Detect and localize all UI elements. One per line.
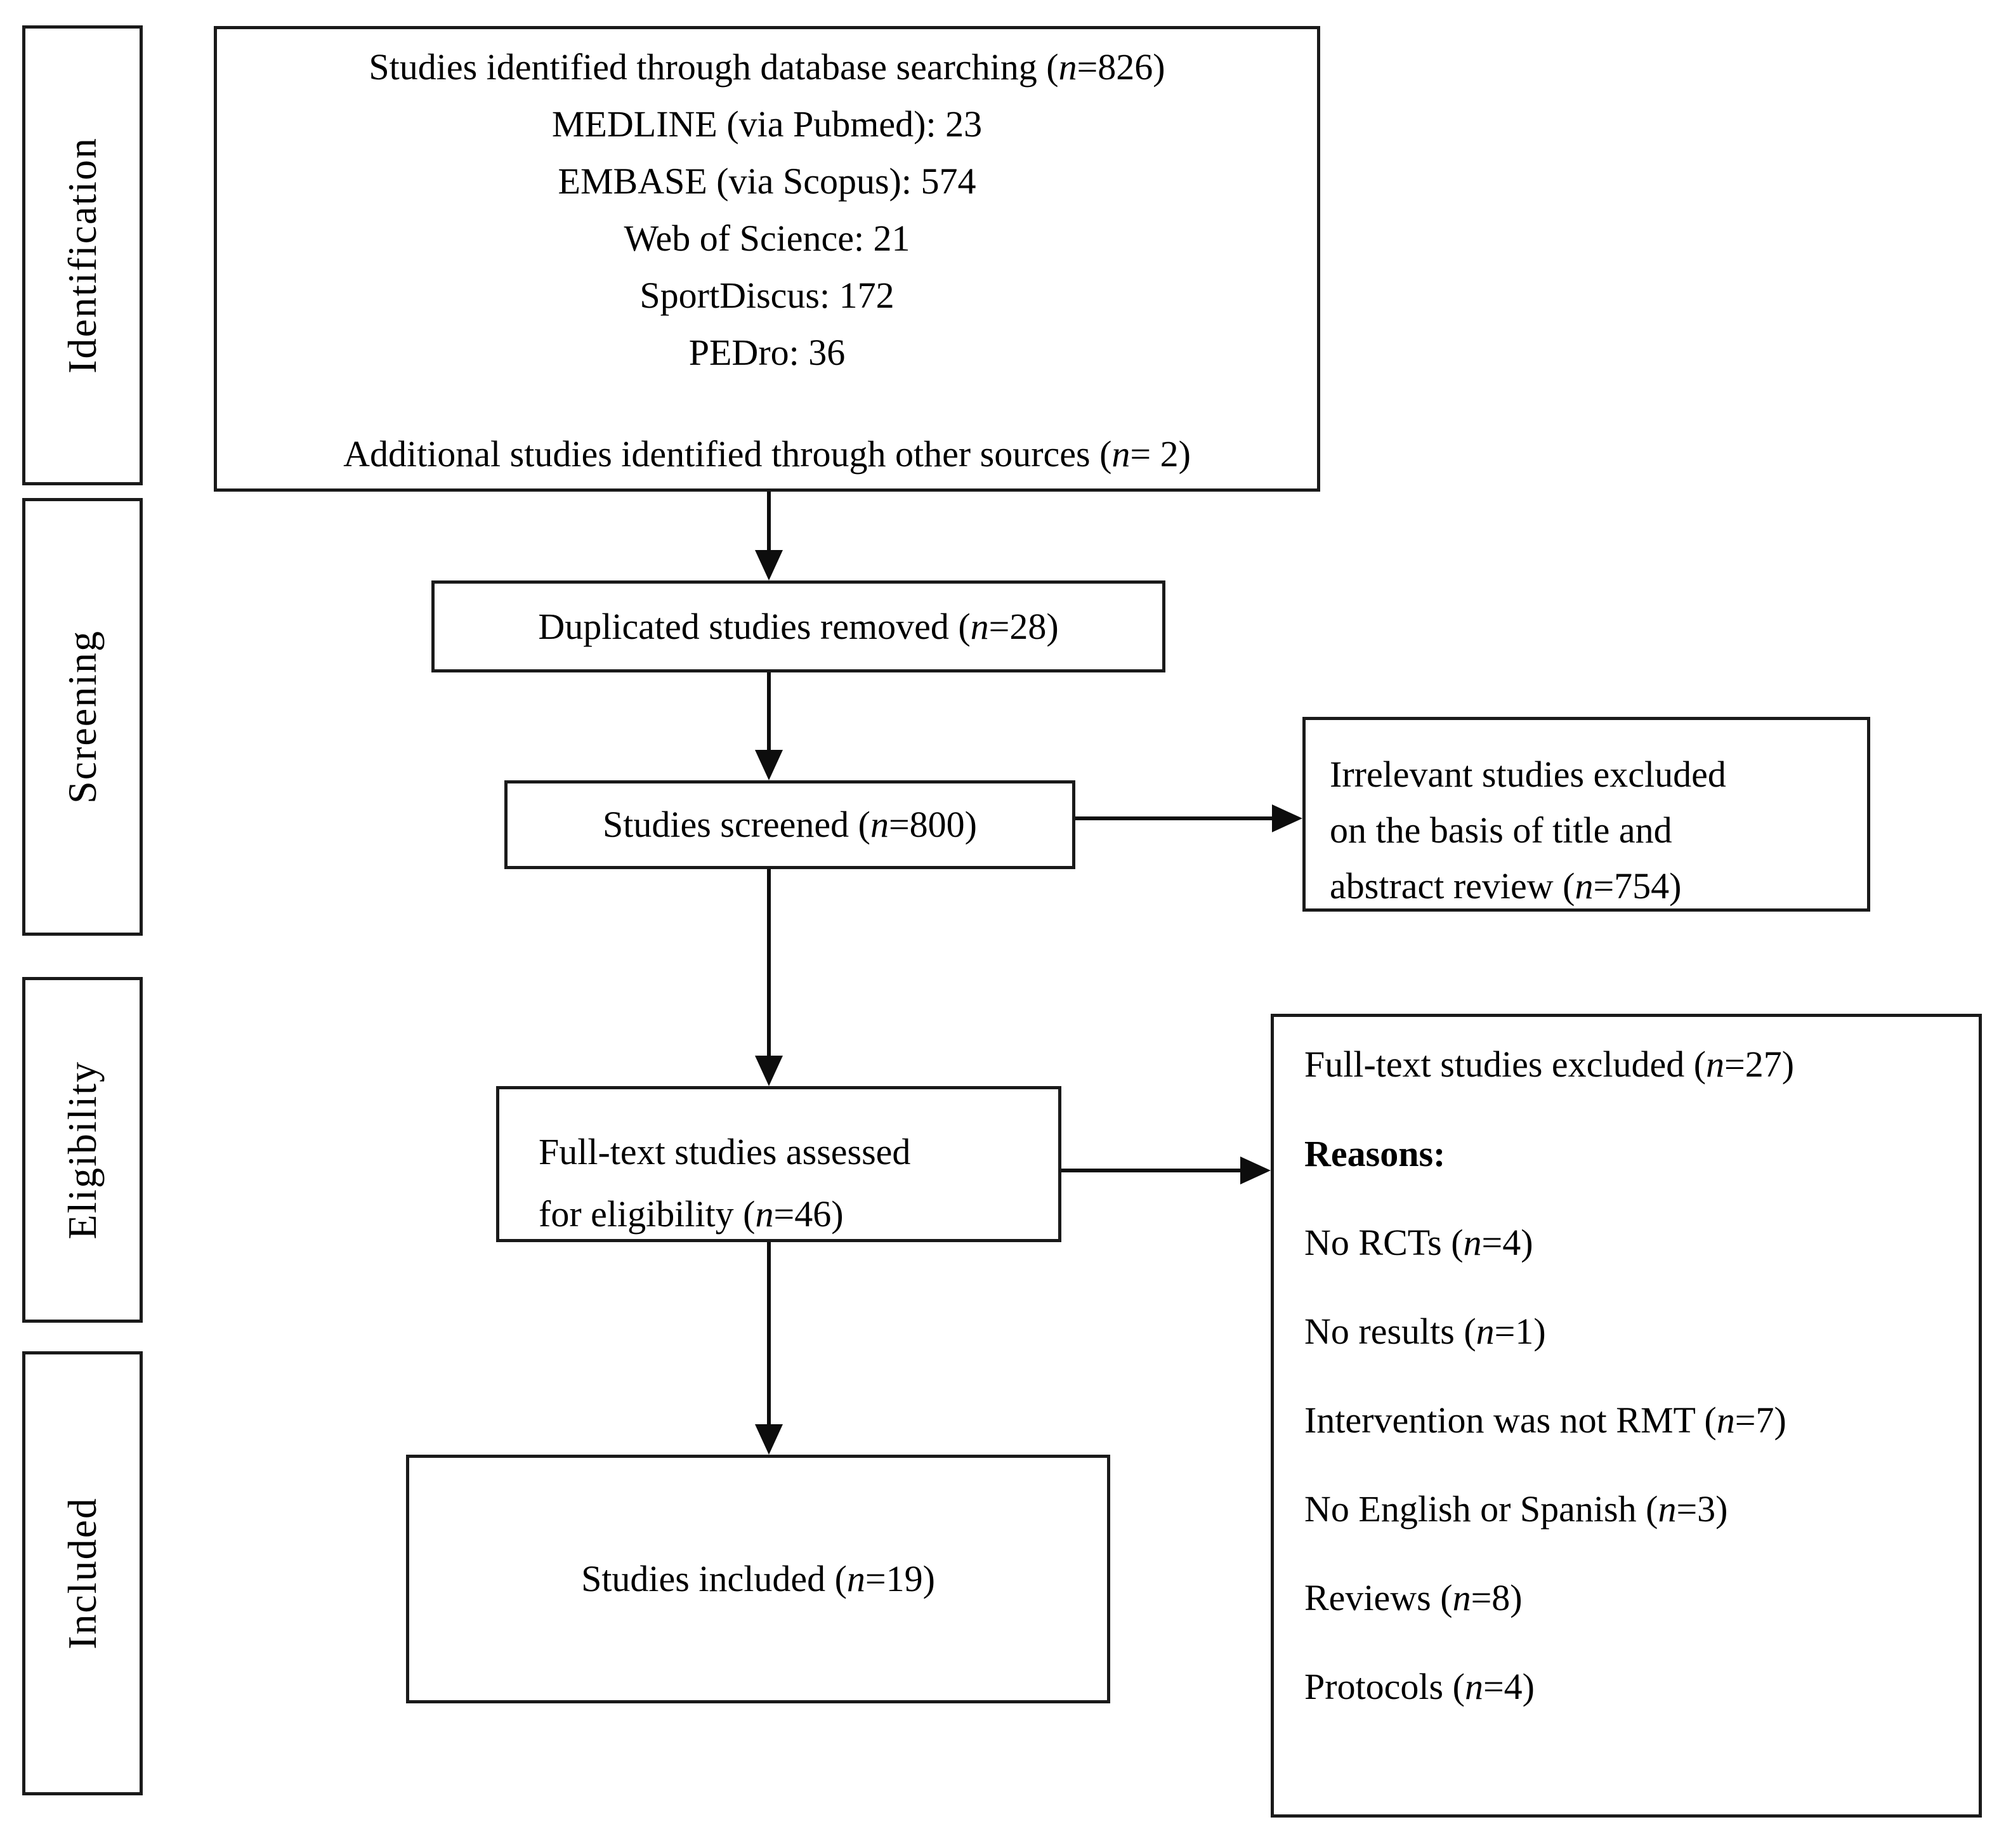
source-medline-line: MEDLINE (via Pubmed): 23 [551, 103, 983, 145]
duplicates-removed-text: Duplicated studies removed (n=28) [538, 605, 1059, 647]
arrow-screened-to-assessed-head [755, 1056, 783, 1086]
source-pedro-line: PEDro: 36 [688, 332, 846, 373]
box-duplicates-removed: Duplicated studies removed (n=28) [431, 580, 1165, 672]
stage-label-included: Included [60, 1497, 105, 1649]
stage-box-eligibility: Eligibility [22, 977, 143, 1323]
irrelevant-excluded-line-2: on the basis of title and [1330, 809, 1672, 851]
source-webofscience-line: Web of Science: 21 [624, 218, 910, 259]
irrelevant-excluded-line-1: Irrelevant studies excluded [1330, 754, 1726, 795]
arrow-assessed-to-included-line [767, 1242, 771, 1426]
stage-label-screening: Screening [60, 630, 105, 804]
reason-no-rcts: No RCTs (n=4) [1304, 1222, 1533, 1263]
arrow-assessed-to-excluded-line [1061, 1169, 1242, 1172]
source-sportdiscus-line: SportDiscus: 172 [639, 275, 895, 316]
arrow-duplicates-to-screened-head [755, 750, 783, 780]
arrow-assessed-to-included-head [755, 1424, 783, 1455]
stage-label-identification: Identification [60, 137, 105, 374]
identified-total-line: Studies identified through database sear… [369, 46, 1165, 88]
arrow-screened-to-assessed-line [767, 869, 771, 1058]
arrow-identified-to-duplicates-head [755, 550, 783, 580]
studies-included-text: Studies included (n=19) [581, 1558, 935, 1599]
box-studies-identified: Studies identified through database sear… [214, 26, 1320, 492]
stage-label-eligibility: Eligibility [60, 1060, 105, 1240]
arrow-screened-to-irrelevant-line [1075, 816, 1274, 820]
box-studies-included: Studies included (n=19) [406, 1455, 1110, 1703]
fulltext-excluded-title: Full-text studies excluded (n=27) [1304, 1044, 1795, 1085]
box-fulltext-assessed: Full-text studies assessed for eligibili… [496, 1086, 1061, 1242]
stage-box-included: Included [22, 1351, 143, 1795]
box-irrelevant-excluded: Irrelevant studies excluded on the basis… [1302, 717, 1870, 912]
arrow-assessed-to-excluded-head [1240, 1157, 1271, 1184]
additional-sources-line: Additional studies identified through ot… [343, 433, 1191, 475]
reason-no-english-spanish: No English or Spanish (n=3) [1304, 1488, 1728, 1530]
stage-box-identification: Identification [22, 25, 143, 485]
source-embase-line: EMBASE (via Scopus): 574 [558, 161, 976, 202]
arrow-identified-to-duplicates-line [767, 492, 771, 552]
fulltext-assessed-line-1: Full-text studies assessed [539, 1131, 911, 1172]
stage-box-screening: Screening [22, 498, 143, 936]
studies-screened-text: Studies screened (n=800) [602, 804, 977, 845]
reason-not-rmt: Intervention was not RMT (n=7) [1304, 1399, 1786, 1441]
arrow-duplicates-to-screened-line [767, 672, 771, 752]
reason-protocols: Protocols (n=4) [1304, 1666, 1535, 1707]
box-studies-screened: Studies screened (n=800) [504, 780, 1075, 869]
reasons-heading: Reasons: [1304, 1133, 1446, 1174]
reason-no-results: No results (n=1) [1304, 1311, 1546, 1352]
box-fulltext-excluded: Full-text studies excluded (n=27) Reason… [1271, 1014, 1982, 1818]
reason-reviews: Reviews (n=8) [1304, 1577, 1523, 1618]
fulltext-assessed-line-2: for eligibility (n=46) [539, 1193, 844, 1235]
irrelevant-excluded-line-3: abstract review (n=754) [1330, 865, 1682, 907]
arrow-screened-to-irrelevant-head [1272, 804, 1302, 832]
